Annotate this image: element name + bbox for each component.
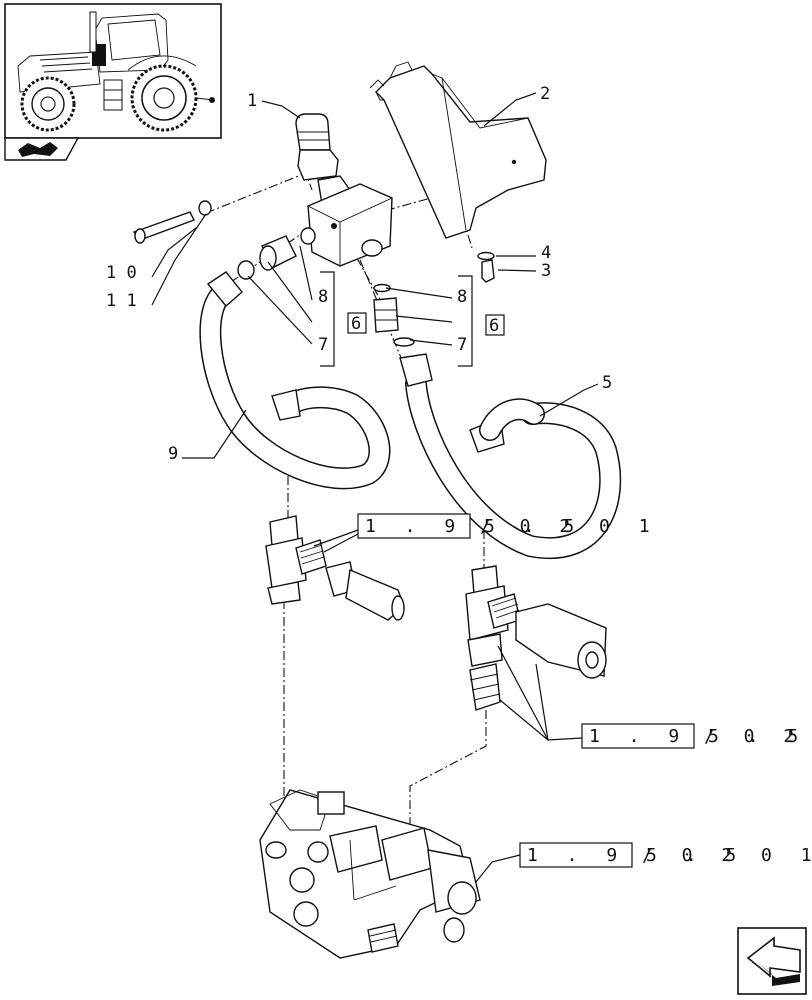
reference-mid-rest: / 0 2 0 1 — [704, 726, 812, 747]
callout-11: 1 1 — [106, 291, 137, 311]
fitting-part-1 — [295, 113, 351, 205]
valve-block — [307, 183, 393, 267]
reference-mid: 1 . 9 5 . 5 / 0 2 0 1 — [581, 723, 812, 749]
callout-10: 1 0 — [106, 263, 137, 283]
bracket-part-2 — [369, 61, 547, 239]
leader-lines — [151, 92, 599, 883]
callouts: 1 2 4 3 1 0 1 1 8 7 8 7 9 5 — [106, 84, 612, 464]
callout-4: 4 — [541, 243, 551, 263]
screw-part-3 — [477, 251, 495, 283]
reference-top: 1 . 9 5 . 5 / 0 2 0 1 — [357, 513, 659, 539]
next-page-arrow-icon[interactable] — [737, 927, 807, 995]
callout-2: 2 — [540, 84, 550, 104]
control-valve-assembly — [259, 789, 481, 959]
callout-8-left: 8 — [318, 287, 328, 307]
hose-part-9 — [199, 271, 391, 490]
kit-number-right: 6 — [485, 314, 505, 336]
reference-bottom-boxed: 1 . 9 5 . 5 — [527, 845, 745, 866]
left-fittings — [237, 227, 316, 280]
callout-8-right: 8 — [457, 287, 467, 307]
reference-mid-boxed: 1 . 9 5 . 5 — [589, 726, 807, 747]
reference-bottom-rest: / 0 2 0 1 — [642, 845, 812, 866]
bolt-part-10 — [132, 200, 212, 244]
kit-number-left: 6 — [347, 312, 367, 334]
right-fittings — [373, 283, 415, 347]
callout-6-left: 6 — [351, 314, 361, 334]
hose-part-5 — [399, 353, 622, 559]
reference-bottom: 1 . 9 5 . 5 / 0 2 0 1 — [519, 842, 812, 868]
callout-7-left: 7 — [318, 335, 328, 355]
callout-7-right: 7 — [457, 335, 467, 355]
reference-top-rest: / 0 2 0 1 — [480, 516, 659, 537]
reference-top-boxed: 1 . 9 5 . 5 — [365, 516, 583, 537]
callout-3: 3 — [541, 261, 551, 281]
callout-6-right: 6 — [489, 316, 499, 336]
tee-fitting-right — [465, 565, 607, 711]
tractor-thumbnail-icon — [4, 3, 222, 139]
callout-5: 5 — [602, 373, 612, 393]
tee-fitting-left — [265, 515, 405, 621]
callout-9: 9 — [168, 444, 178, 464]
callout-1: 1 — [247, 91, 257, 111]
parts-kit-icon — [4, 137, 80, 161]
